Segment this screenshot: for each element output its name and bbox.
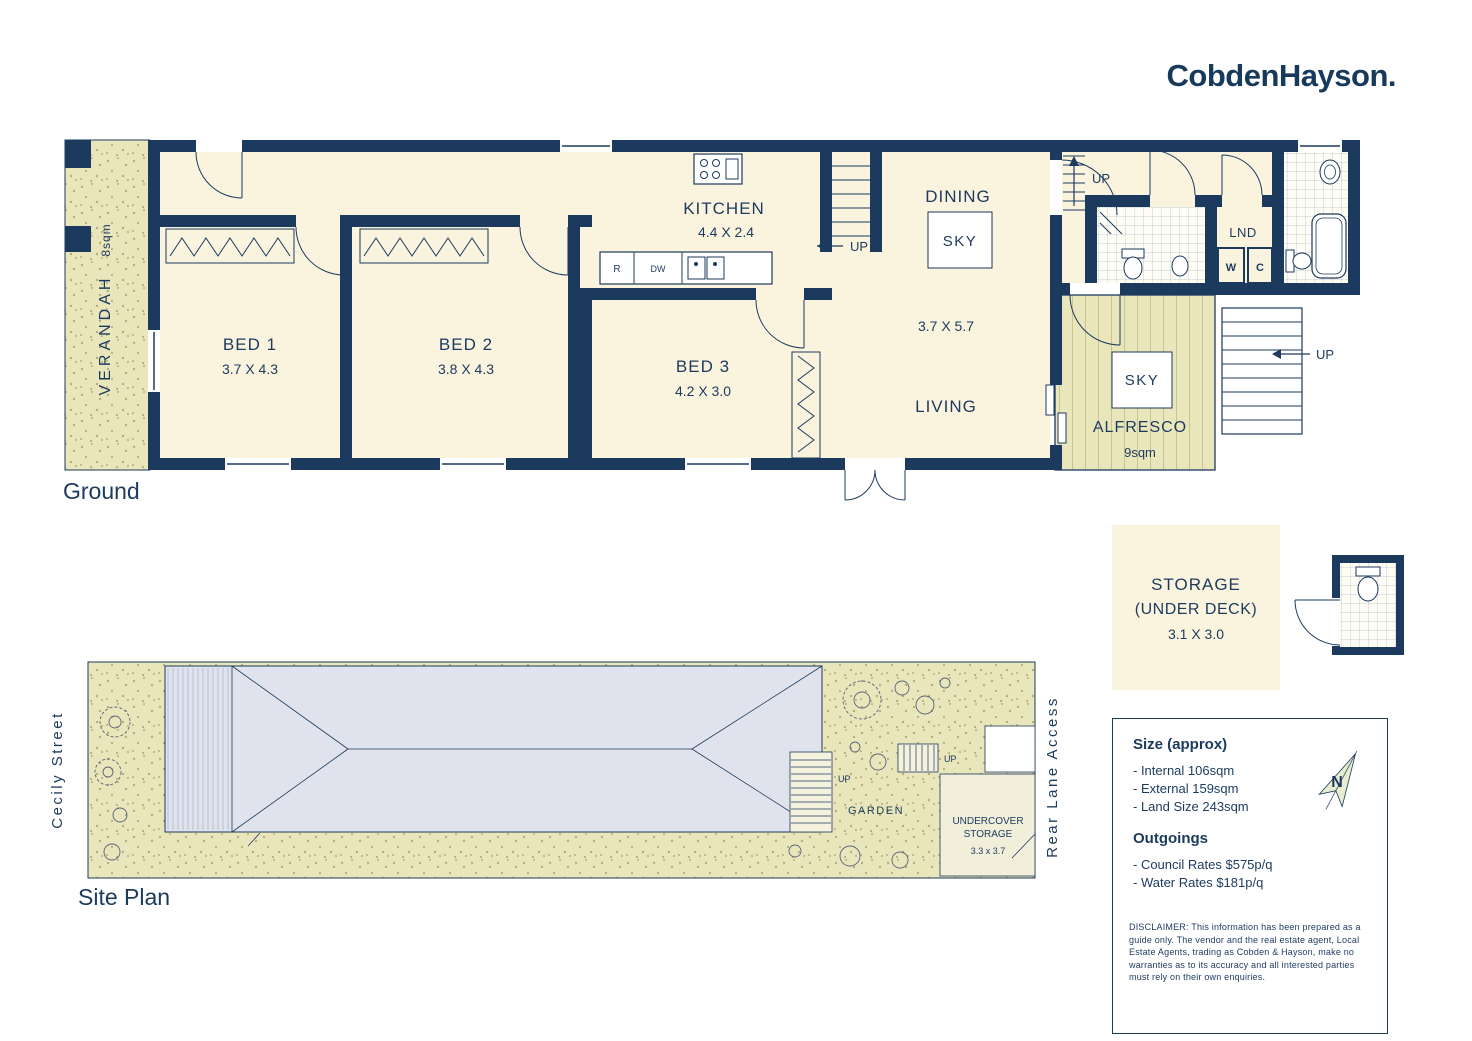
outgoings-title: Outgoings	[1133, 830, 1208, 847]
rear-lane-label: Rear Lane Access	[1044, 696, 1061, 858]
washer-label: W	[1226, 262, 1237, 274]
dining-label: DINING	[925, 187, 991, 206]
toilet-icon	[1355, 566, 1381, 577]
stairs-wing: UP	[1063, 155, 1110, 211]
size-item: - External 159sqm	[1133, 781, 1239, 796]
living-label: LIVING	[915, 397, 977, 416]
skylight-dining: SKY	[927, 211, 993, 269]
bathroom-fixtures	[1099, 159, 1347, 284]
wardrobes	[165, 228, 821, 459]
alfresco-skylight-label: SKY	[1125, 372, 1160, 389]
up-label-internal: UP	[850, 239, 868, 254]
undercover-line1: UNDERCOVER	[952, 816, 1023, 827]
disclaimer-text: DISCLAIMER: This information has been pr…	[1129, 922, 1361, 983]
kitchen-fixtures: R DW	[599, 153, 773, 285]
bed2-label: BED 2	[439, 335, 493, 354]
kitchen-dims: 4.4 X 2.4	[698, 224, 754, 240]
stairs-rear: UP	[1221, 307, 1334, 435]
bed2-dims: 3.8 X 4.3	[438, 361, 494, 377]
up-arrow-icon	[1069, 156, 1079, 166]
walls	[148, 140, 1360, 470]
site-stairs-b: UP	[897, 743, 957, 773]
site-plan: UP UP UNDERCOVER STORAGE 3.3 x 3.7 GARDE…	[49, 661, 1061, 879]
site-up-label-b: UP	[944, 754, 957, 764]
gate-line	[247, 832, 1036, 859]
ground-floor-title: Ground	[63, 478, 140, 504]
bed3-label: BED 3	[676, 357, 730, 376]
basin-icon	[1171, 255, 1189, 277]
up-arrow-icon	[1272, 349, 1281, 359]
up-label-rear: UP	[1316, 347, 1334, 362]
alfresco-skylight-box	[1111, 351, 1173, 409]
room-labels: BED 1 3.7 X 4.3 BED 2 3.8 X 4.3 BED 3 4.…	[222, 187, 1264, 416]
dining-skylight-label: SKY	[943, 233, 978, 250]
undercover-line2: STORAGE	[964, 829, 1013, 840]
garden-trees	[94, 677, 951, 869]
outgoings-item: - Water Rates $181p/q	[1133, 875, 1264, 890]
bed3-dims: 4.2 X 3.0	[675, 383, 731, 399]
roof	[164, 665, 823, 833]
north-label: N	[1331, 774, 1343, 791]
alfresco: SKY ALFRESCO 9sqm	[1054, 294, 1216, 471]
cupboard-box	[1247, 247, 1273, 284]
street-label: Cecily Street	[49, 711, 66, 829]
cupboard-label: C	[1256, 262, 1264, 274]
bathtub-icon	[1311, 213, 1347, 279]
info-panel: Size (approx) - Internal 106sqm - Extern…	[1112, 718, 1388, 1034]
size-item: - Land Size 243sqm	[1133, 799, 1249, 814]
ground-floor-plan: VERANDAH 8sqm SKY ALFRESCO 9sqm	[64, 139, 1360, 501]
brand-logo: CobdenHayson.	[1166, 58, 1397, 93]
verandah: VERANDAH 8sqm	[64, 139, 151, 471]
washer-box	[1217, 247, 1245, 284]
up-label-wing: UP	[1092, 171, 1110, 186]
alfresco-label: ALFRESCO	[1093, 419, 1187, 436]
dishwasher-label: DW	[651, 264, 666, 274]
size-item: - Internal 106sqm	[1133, 763, 1235, 778]
garden-label: GARDEN	[848, 805, 904, 817]
shower-icon	[1099, 211, 1123, 235]
storage-line1: STORAGE	[1151, 575, 1241, 594]
storage-block: STORAGE (UNDER DECK) 3.1 X 3.0	[1112, 525, 1280, 690]
size-title: Size (approx)	[1133, 736, 1228, 753]
bed1-label: BED 1	[223, 335, 277, 354]
laundry-label: LND	[1229, 225, 1257, 240]
kitchen-counter	[599, 251, 773, 285]
undercover-dims: 3.3 x 3.7	[971, 846, 1006, 856]
fridge-label: R	[613, 264, 620, 275]
outgoings-item: - Council Rates $575p/q	[1133, 857, 1273, 872]
up-arrow-icon	[817, 241, 826, 251]
site-stairs-a: UP	[789, 751, 851, 833]
stairs-internal: UP	[817, 165, 870, 254]
site-plan-title: Site Plan	[78, 884, 171, 910]
windows	[148, 140, 1342, 470]
wc-plan	[1294, 555, 1404, 655]
undercover-storage: UNDERCOVER STORAGE 3.3 x 3.7	[939, 725, 1036, 877]
site-up-label-a: UP	[838, 774, 851, 784]
storage-dims: 3.1 X 3.0	[1168, 626, 1224, 642]
basin-icon	[1319, 159, 1341, 185]
bed1-dims: 3.7 X 4.3	[222, 361, 278, 377]
sink-icon	[687, 256, 706, 280]
verandah-area: 8sqm	[99, 223, 113, 256]
storage-line2: (UNDER DECK)	[1135, 601, 1257, 618]
verandah-label: VERANDAH	[97, 275, 114, 396]
sliding-door	[1045, 384, 1067, 444]
kitchen-label: KITCHEN	[683, 199, 765, 218]
living-dims: 3.7 X 5.7	[918, 318, 974, 334]
north-arrow-icon: N	[1318, 750, 1358, 810]
alfresco-area: 9sqm	[1124, 445, 1156, 460]
